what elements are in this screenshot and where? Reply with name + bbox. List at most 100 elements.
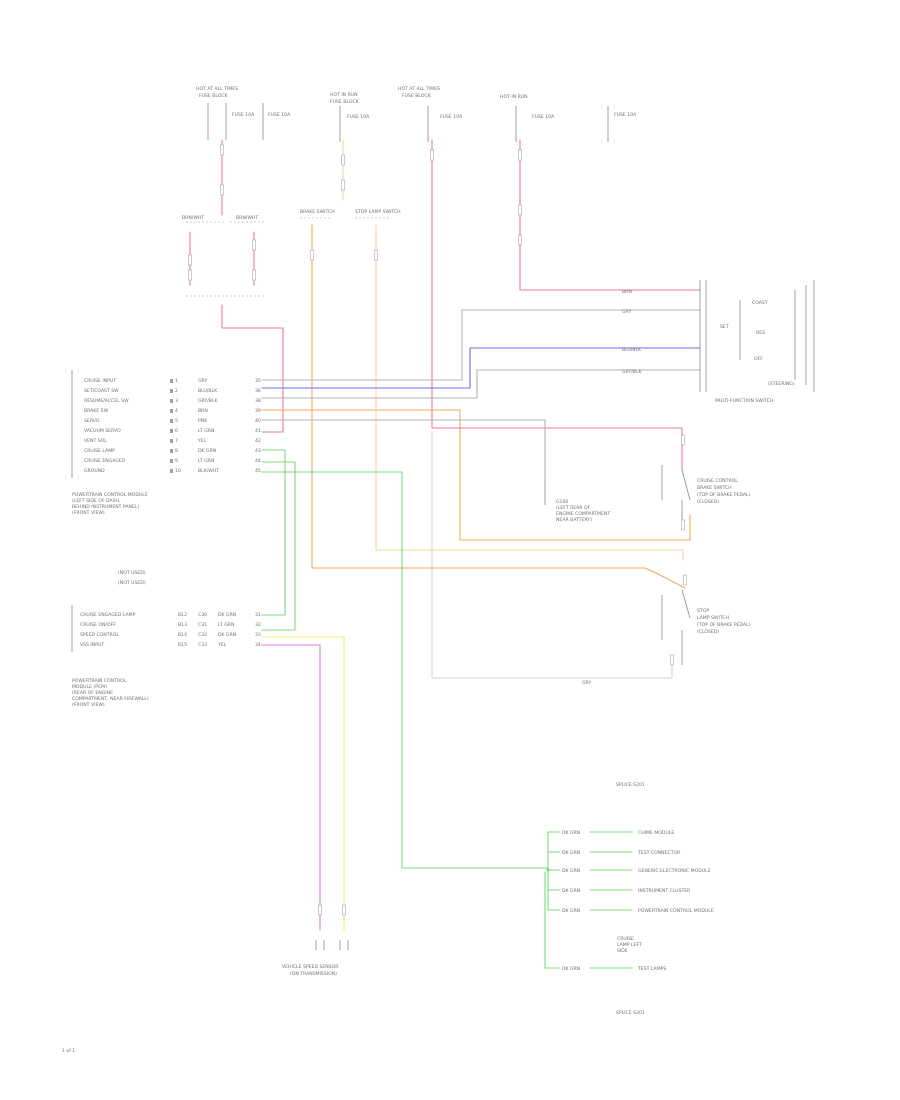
pcm-pin-name: GROUND [84, 468, 105, 474]
ground-note-4: NEAR BATTERY) [556, 517, 592, 523]
mfs-wire-label-1: BRN [622, 289, 632, 295]
mfs-inner-1: SET [720, 324, 729, 330]
pcm-title-2: (LEFT SIDE OF DASH, [72, 498, 121, 504]
pcm-pin-tick [170, 459, 173, 463]
pcm-pin-name: CRUISE INPUT [84, 378, 116, 384]
wire-blue-1 [261, 347, 701, 389]
splice-bottom-label: SPLICE S201 [616, 1010, 645, 1016]
tcm-pin-name: SPEED CONTROL [80, 632, 119, 638]
wire-orange-2 [261, 409, 691, 541]
wire-connector-marker [681, 434, 685, 446]
vehicle-speed-sensor: VEHICLE SPEED SENSOR (ON TRANSMISSION) [282, 940, 349, 977]
fuse-note-1: FUSE 10A [232, 112, 255, 118]
wire-connector-marker [252, 239, 256, 251]
tcm-pin-a: B15 [178, 642, 187, 648]
wire-green-8 [547, 889, 561, 911]
wire-connector-marker [683, 574, 687, 586]
stop-switch-title-4: (CLOSED) [697, 629, 719, 635]
stop-lamp-feed-label: STOP LAMP SWITCH [355, 209, 401, 215]
tcm-pin-wire: LT GRN [218, 622, 234, 628]
wire-connector-marker [374, 249, 378, 261]
ground-note-3: ENGINE COMPARTMENT [556, 511, 610, 517]
mfs-label: (STEERING) [768, 381, 795, 387]
pcm-pin-number: 7 [175, 438, 178, 444]
wire-connector-marker [518, 204, 522, 216]
brake-switch: CRUISE CONTROL BRAKE SWITCH (TOP OF BRAK… [661, 465, 751, 520]
pcm-title-4: (FRONT VIEW) [72, 510, 105, 516]
ground-note-2: (LEFT REAR OF [556, 505, 591, 511]
tcm-title-5: (FRONT VIEW) [72, 702, 105, 708]
pcm-pin-tick [170, 419, 173, 423]
pcm-pin-number: 10 [175, 468, 181, 474]
stop-switch-title-2: LAMP SWITCH [697, 615, 729, 621]
pcm-pin-number: 2 [175, 388, 178, 394]
power-source-1-line1: HOT AT ALL TIMES [196, 86, 238, 92]
gray-wire-label: GRY [582, 680, 591, 686]
wire-yellow-1 [261, 636, 345, 931]
pcm-pin-name: CRUISE LAMP [84, 448, 115, 454]
pcm-pin-tick [170, 379, 173, 383]
pcm-pin-number: 3 [175, 398, 178, 404]
pcm-pin-wire: BRN [198, 408, 208, 414]
top-connector: BRN/WHT BRN/WHT [182, 215, 264, 297]
wire-green-2 [261, 461, 296, 631]
wire-connector-marker [341, 154, 345, 166]
mfs-wire-label-3: BLU/BLK [622, 347, 642, 353]
power-source-2: HOT IN RUN FUSE BLOCK FUSE 10A [330, 92, 370, 142]
wire-connector-marker [670, 654, 674, 666]
pcm-pin-wire: GRY/BLK [198, 398, 219, 404]
tcm-title-1: POWERTRAIN CONTROL [72, 678, 127, 684]
pcm-pin-tick [170, 469, 173, 473]
tcm-pin-wire: YEL [217, 642, 227, 648]
fuse-note-6: FUSE 10A [614, 112, 637, 118]
fuse-note-2: FUSE 10A [268, 112, 291, 118]
page-number: 1 of 1 [62, 1048, 75, 1054]
ground-note-1: G100 [556, 499, 568, 505]
pcm-pin-wire: LT GRN [198, 428, 214, 434]
tcm-title-3: (REAR OF ENGINE [72, 690, 113, 696]
power-source-2-line2: FUSE BLOCK [330, 99, 360, 105]
mfs-inner-3: RES [756, 330, 765, 336]
power-source-1: HOT AT ALL TIMES FUSE BLOCK FUSE 10A FUS… [196, 86, 291, 140]
vss-title-1: VEHICLE SPEED SENSOR [282, 964, 339, 970]
splice-branch-destination: GENERIC ELECTRONIC MODULE [638, 868, 711, 874]
pcm-pin-number: 5 [175, 418, 178, 424]
pcm-pin-name: SERVO [84, 418, 100, 424]
pcm-pin-wire: BLU/BLK [198, 388, 218, 394]
pcm-pin-tick [170, 449, 173, 453]
pcm-pin-number: 1 [175, 378, 178, 384]
pcm-pin-tick [170, 429, 173, 433]
brake-switch-feed-label: BRAKE SWITCH [300, 209, 335, 215]
pcm-pin-tick [170, 439, 173, 443]
fuse-note-4: FUSE 10A [440, 114, 463, 120]
ground-note: G100 (LEFT REAR OF ENGINE COMPARTMENT NE… [544, 480, 610, 523]
wire-connector-marker [518, 149, 522, 161]
stop-switch-title-3: (TOP OF BRAKE PEDAL) [697, 622, 751, 628]
pcm-pin-number: 6 [175, 428, 178, 434]
tcm-pin-name: CRUISE ENGAGED LAMP [80, 612, 136, 618]
pcm-pin-circuit: 41 [255, 428, 261, 434]
wire-green-1 [261, 449, 286, 616]
tcm-pin-circuit: 33 [255, 632, 261, 638]
tcm-pin-name: VSS INPUT [80, 642, 104, 648]
vss-title-2: (ON TRANSMISSION) [290, 971, 337, 977]
wire-gray-1 [261, 309, 701, 381]
power-source-3: HOT AT ALL TIMES FUSE BLOCK FUSE 10A [398, 86, 463, 142]
power-source-4: HOT IN RUN FUSE 10A FUSE 10A [500, 94, 637, 142]
power-source-3-line2: FUSE BLOCK [402, 93, 432, 99]
splice-branch-wire: DK GRN [562, 830, 580, 836]
pcm-pin-wire: PNK [198, 418, 208, 424]
tcm-pin-b: C33 [198, 642, 207, 648]
tcm-pin-a: B14 [178, 632, 187, 638]
splice-note-3: SIDE [617, 948, 628, 954]
wire-connector-marker [318, 904, 322, 916]
fuse-note-3: FUSE 10A [347, 114, 370, 120]
pcm-pin-tick [170, 389, 173, 393]
tcm-pin-b: C32 [198, 632, 207, 638]
wire-connector-marker [681, 519, 685, 531]
splice-branch-destination: INSTRUMENT CLUSTER [638, 888, 691, 894]
wire-pink-1 [261, 644, 321, 931]
